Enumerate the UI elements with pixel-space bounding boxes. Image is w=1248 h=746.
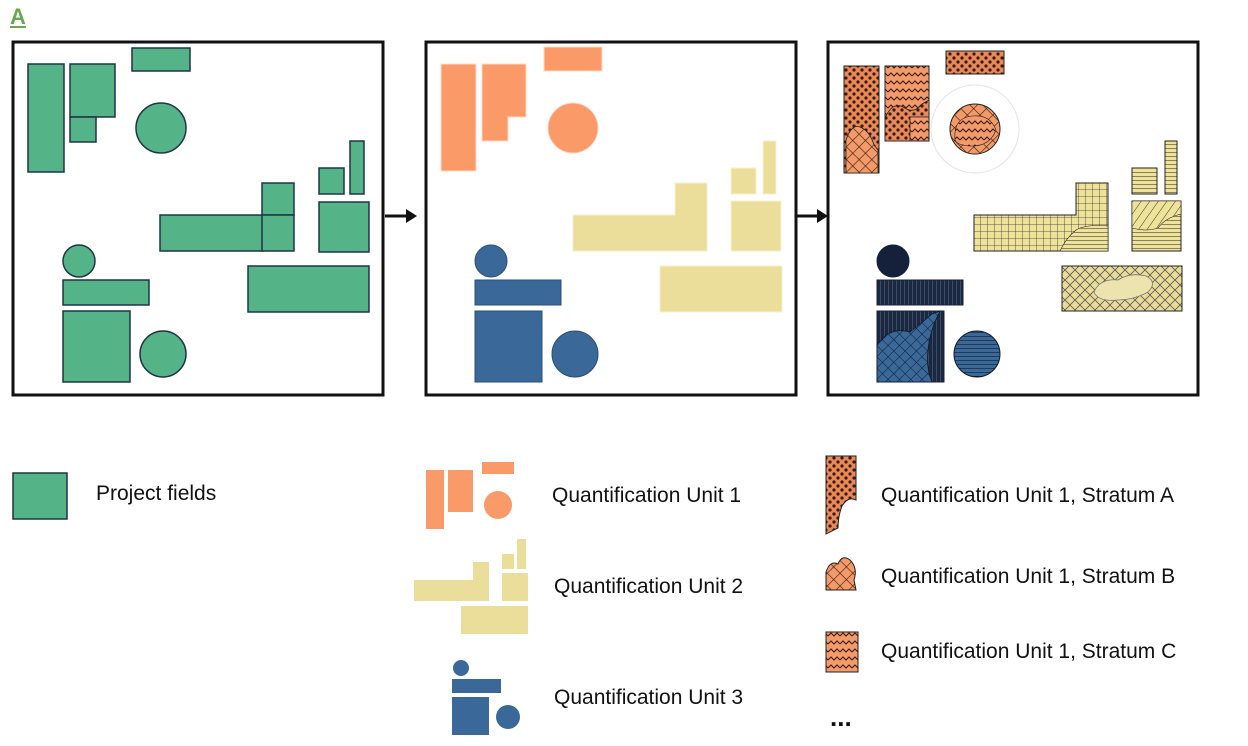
project-field — [139, 330, 187, 378]
project-field — [62, 310, 131, 383]
project-field — [27, 63, 65, 173]
legend-swatch-unit1 — [426, 462, 514, 529]
project-field — [318, 201, 370, 253]
legend-swatch-stratum-a — [825, 455, 857, 535]
unit3-field — [474, 310, 543, 383]
stratum-a-field — [945, 50, 1005, 75]
legend-label-project-fields: Project fields — [96, 482, 217, 505]
stratum-c-field — [954, 115, 997, 147]
stratum-a-field — [884, 99, 930, 142]
project-field — [318, 167, 345, 195]
right-arrow-icon — [797, 209, 828, 223]
unit3-field — [474, 244, 508, 278]
legend-ellipsis: ... — [830, 702, 852, 732]
legend-label-unit1: Quantification Unit 1 — [552, 484, 742, 507]
project-field — [62, 279, 150, 306]
project-field — [247, 265, 370, 313]
project-field — [159, 214, 264, 252]
panel-label: A — [10, 4, 26, 29]
legend-label-unit3: Quantification Unit 3 — [554, 686, 744, 709]
unit1-field — [440, 63, 477, 172]
panel-strata — [826, 40, 1200, 397]
project-field — [261, 214, 295, 252]
legend-swatch-stratum-c — [825, 631, 859, 673]
unit2-stratum-field — [1164, 140, 1178, 195]
unit2-field — [730, 167, 757, 195]
unit3-stratum-field — [876, 310, 941, 383]
panel-quantification-units — [424, 40, 798, 397]
unit1-field — [481, 63, 527, 142]
unit2-field — [762, 140, 777, 195]
unit2-stratum-field — [1093, 274, 1153, 301]
unit3-stratum-field — [953, 330, 1001, 378]
panel-project-fields — [11, 40, 385, 397]
unit3-stratum-field — [876, 244, 910, 278]
legend-swatch-project-fields — [12, 472, 68, 520]
legend-label-unit2: Quantification Unit 2 — [554, 575, 744, 598]
stratum-b-field — [845, 126, 879, 174]
legend — [12, 455, 859, 735]
unit2-stratum-field — [1131, 200, 1182, 231]
unit2-field — [659, 265, 783, 313]
project-field — [69, 63, 116, 118]
unit2-field — [730, 200, 782, 252]
project-field — [131, 47, 191, 72]
unit3-stratum-field — [876, 279, 964, 306]
legend-label-stratum-b: Quantification Unit 1, Stratum B — [881, 565, 1176, 588]
right-arrow-icon — [385, 209, 417, 223]
project-field — [135, 102, 187, 154]
legend-swatch-unit2 — [414, 539, 528, 634]
unit2-stratum-field — [1131, 167, 1158, 195]
project-field — [62, 244, 96, 278]
unit2-stratum-field — [1059, 225, 1109, 252]
legend-label-stratum-c: Quantification Unit 1, Stratum C — [881, 640, 1177, 663]
unit3-field — [551, 330, 599, 378]
unit1-field — [543, 46, 603, 72]
project-field — [349, 140, 365, 195]
unit1-field — [547, 102, 599, 154]
legend-swatch-unit3 — [452, 660, 520, 735]
project-field — [261, 182, 295, 216]
project-field — [69, 116, 97, 143]
legend-swatch-stratum-b — [825, 557, 857, 591]
unit2-field — [572, 182, 708, 252]
legend-label-stratum-a: Quantification Unit 1, Stratum A — [881, 484, 1174, 507]
unit3-field — [474, 279, 562, 306]
